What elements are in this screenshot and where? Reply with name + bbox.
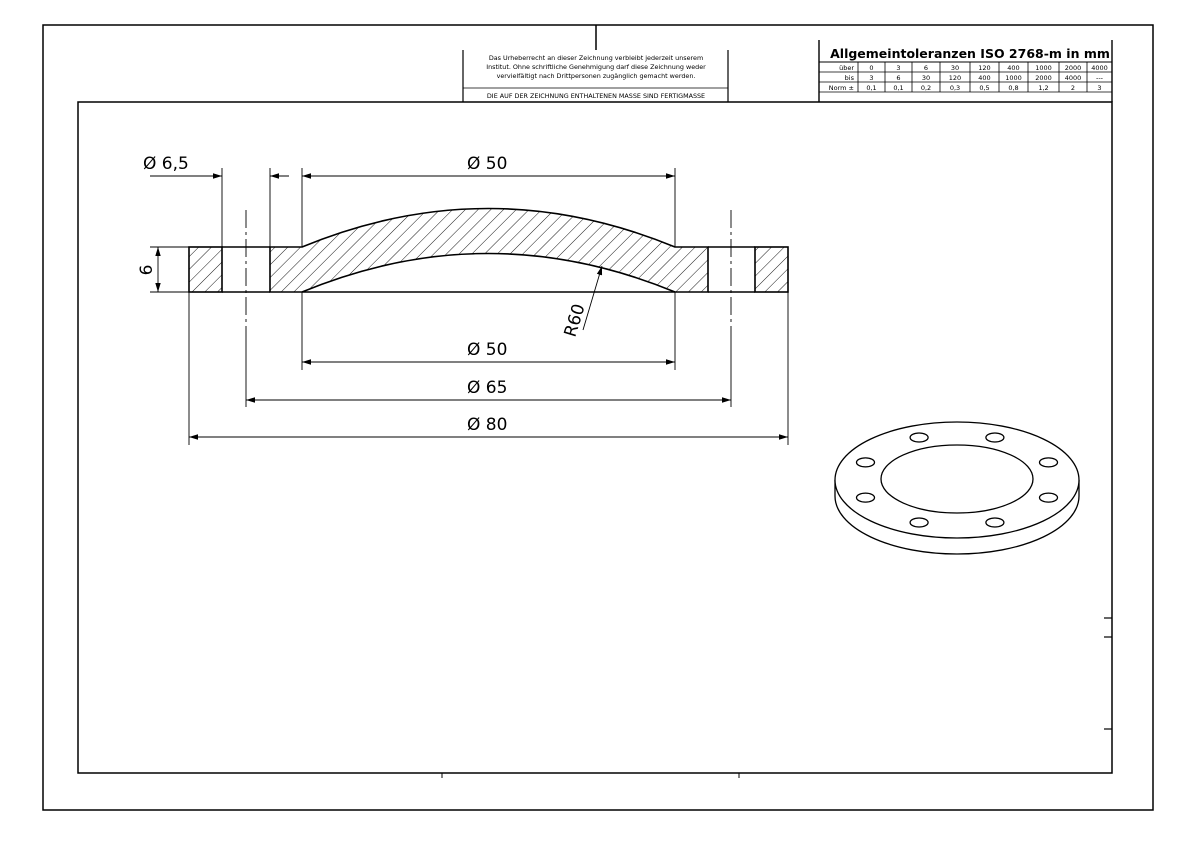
table-cell: 2000 [1035,74,1052,82]
table-cell: 30 [951,64,959,72]
table-cell: 120 [978,64,990,72]
table-cell: 2000 [1065,64,1082,72]
iso-center-opening [880,444,1034,514]
iso-bolt-hole [909,432,929,443]
dim-top-diameter: Ø 50 [467,154,507,174]
table-cell: 0,8 [1008,84,1018,92]
table-cell: 0,2 [921,84,931,92]
table-cell: 3 [1097,84,1101,92]
dim-radius: R60 [561,302,590,340]
dim-hole-diameter: Ø 6,5 [143,154,189,174]
copyright-line-1: Das Urheberrecht an dieser Zeichnung ver… [489,54,703,62]
table-cell: 0 [869,64,873,72]
iso-bolt-hole [985,432,1005,443]
section-right-rim [754,246,789,293]
table-cell: --- [1096,74,1104,82]
dim-bottom-diameter: Ø 50 [467,340,507,360]
iso-bolt-hole [909,517,929,528]
table-row-label: Norm ± [829,84,854,92]
table-cell: 30 [922,74,930,82]
dim-bolt-circle: Ø 65 [467,378,507,398]
table-cell: 400 [978,74,990,82]
copyright-block: Das Urheberrecht an dieser Zeichnung ver… [462,50,729,102]
table-cell: 0,3 [950,84,960,92]
iso-bolt-hole [855,457,876,468]
table-cell: 6 [924,64,928,72]
copyright-line-3: vervielfältigt nach Drittpersonen zugäng… [497,72,696,80]
table-cell: 3 [896,64,900,72]
section-view [188,207,789,330]
section-left-rim [188,246,223,293]
iso-bolt-hole [855,492,876,503]
table-cell: 2 [1071,84,1075,92]
dimensions [150,168,789,445]
dim-outer-diameter: Ø 80 [467,415,507,435]
table-cell: 0,1 [866,84,876,92]
table-row-label: bis [845,74,855,82]
table-cell: 400 [1007,64,1019,72]
table-cell: 3 [869,74,873,82]
table-cell: 1,2 [1038,84,1048,92]
table-cell: 120 [949,74,961,82]
table-row-label: über [839,64,854,72]
dim-thickness: 6 [137,265,157,276]
section-curved-body [269,207,709,293]
table-cell: 1000 [1035,64,1052,72]
tolerance-table: Allgemeintoleranzen ISO 2768-m in mm übe… [818,40,1113,102]
iso-bolt-hole [1038,457,1059,468]
copyright-line-2: Institut. Ohne schriftliche Genehmigung … [486,63,706,71]
copyright-line-4: DIE AUF DER ZEICHNUNG ENTHALTENEN MASSE … [487,92,705,100]
tolerance-title: Allgemeintoleranzen ISO 2768-m in mm [830,46,1110,61]
table-cell: 4000 [1065,74,1082,82]
iso-bolt-hole [985,517,1005,528]
table-cell: 0,5 [979,84,989,92]
table-cell: 4000 [1091,64,1108,72]
table-cell: 0,1 [893,84,903,92]
table-cell: 1000 [1005,74,1022,82]
drawing-area-border [77,101,1113,774]
table-cell: 6 [896,74,900,82]
isometric-view [834,421,1080,555]
outer-frame [42,24,1154,811]
iso-bolt-hole [1038,492,1059,503]
